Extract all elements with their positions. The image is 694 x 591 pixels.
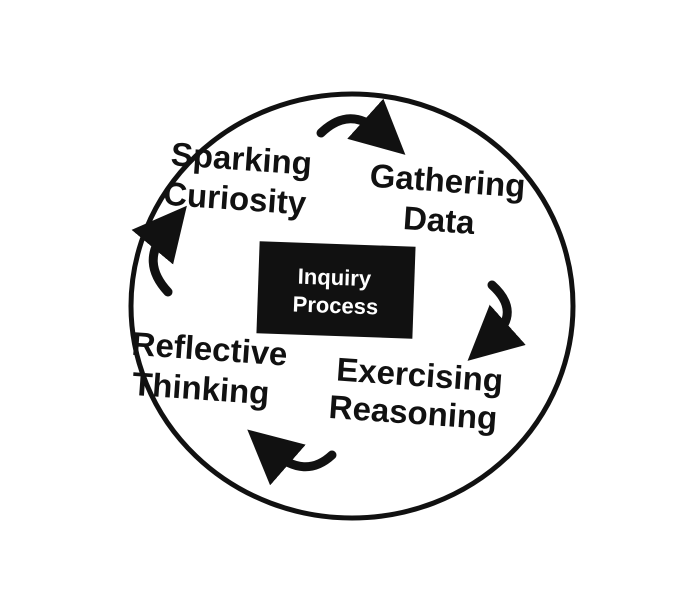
stage-sparking-curiosity: Sparking Curiosity bbox=[162, 135, 313, 222]
curved-arrow-right-icon bbox=[467, 280, 526, 361]
center-label-line2: Process bbox=[292, 292, 378, 320]
stage-exercising-reasoning: Exercising Reasoning bbox=[328, 350, 505, 436]
stage-label-line1: Gathering bbox=[369, 157, 527, 205]
stage-gathering-data: Gathering Data bbox=[369, 157, 527, 241]
curved-arrow-left-icon bbox=[131, 205, 187, 297]
stage-reflective-thinking: Reflective Thinking bbox=[131, 325, 289, 412]
stage-label-line1: Sparking bbox=[170, 135, 313, 182]
curved-arrow-bottom-icon bbox=[247, 429, 337, 486]
center-box: Inquiry Process bbox=[256, 241, 416, 339]
center-label-line1: Inquiry bbox=[297, 264, 372, 292]
center-box-bg bbox=[256, 241, 416, 339]
stage-label-line2: Thinking bbox=[131, 365, 271, 412]
curved-arrow-top-icon bbox=[316, 98, 406, 155]
stage-label-line2: Data bbox=[402, 199, 477, 241]
outer-circle bbox=[128, 91, 576, 521]
stage-label-line2: Curiosity bbox=[162, 175, 308, 222]
